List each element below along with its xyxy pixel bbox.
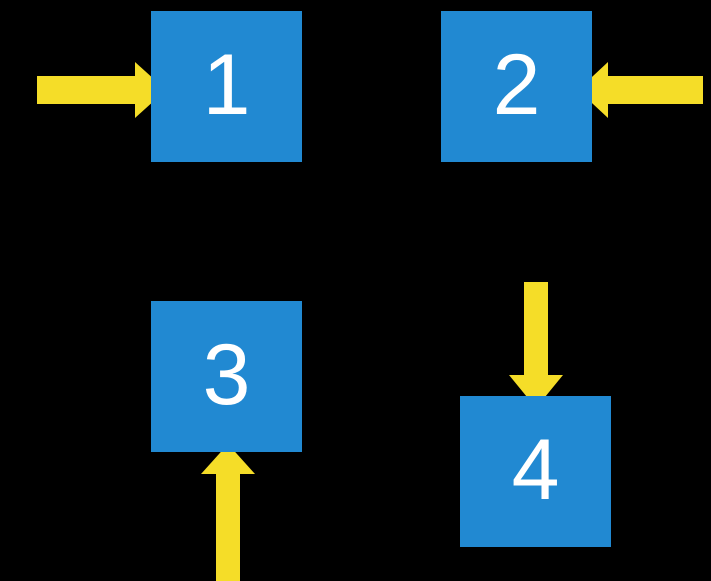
box-4-label: 4 [511,421,560,518]
box-2-label: 2 [492,36,541,133]
arrow-down-icon [509,282,563,408]
diagram-box-1[interactable]: 1 [151,11,302,162]
diagram-box-4[interactable]: 4 [460,396,611,547]
arrow-right-icon [37,62,166,118]
box-1-label: 1 [202,36,251,133]
box-3-label: 3 [202,326,251,423]
diagram-box-3[interactable]: 3 [151,301,302,452]
arrow-up-icon [201,444,255,581]
arrow-left-icon [578,62,703,118]
diagram-box-2[interactable]: 2 [441,11,592,162]
